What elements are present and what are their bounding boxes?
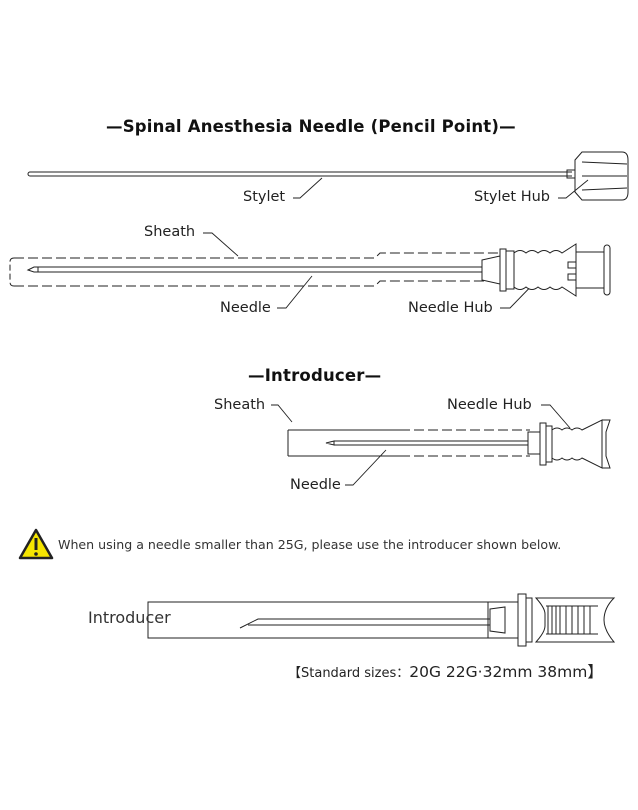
introducer-needle-label: Needle [290,477,341,493]
spinal-needle-drawing [9,243,611,297]
stylet-hub-label: Stylet Hub [474,189,551,205]
warning-text: When using a needle smaller than 25G, pl… [58,537,562,552]
introducer-needle-hub-label: Needle Hub [447,397,532,413]
introducer-sheath-label: Sheath [214,397,266,413]
standard-sizes-prefix: 【Standard sizes： [288,666,410,681]
needle-hub-label: Needle Hub [408,300,493,316]
sheath-label: Sheath [144,224,196,240]
needle-label: Needle [220,300,271,316]
stylet-drawing [27,151,629,201]
introducer-label: Introducer [88,608,171,627]
warning-triangle-icon [18,528,54,560]
introducer-product-drawing [147,593,616,647]
standard-sizes-value: 20G 22G·32mm 38mm】 [409,663,603,681]
introducer-assembly-drawing [287,419,611,469]
spinal-needle-title: —Spinal Anesthesia Needle (Pencil Point)… [106,117,516,136]
stylet-label: Stylet [243,189,286,205]
introducer-section-title: —Introducer— [248,366,382,385]
standard-sizes: 【Standard sizes：20G 22G·32mm 38mm】 [288,663,603,681]
